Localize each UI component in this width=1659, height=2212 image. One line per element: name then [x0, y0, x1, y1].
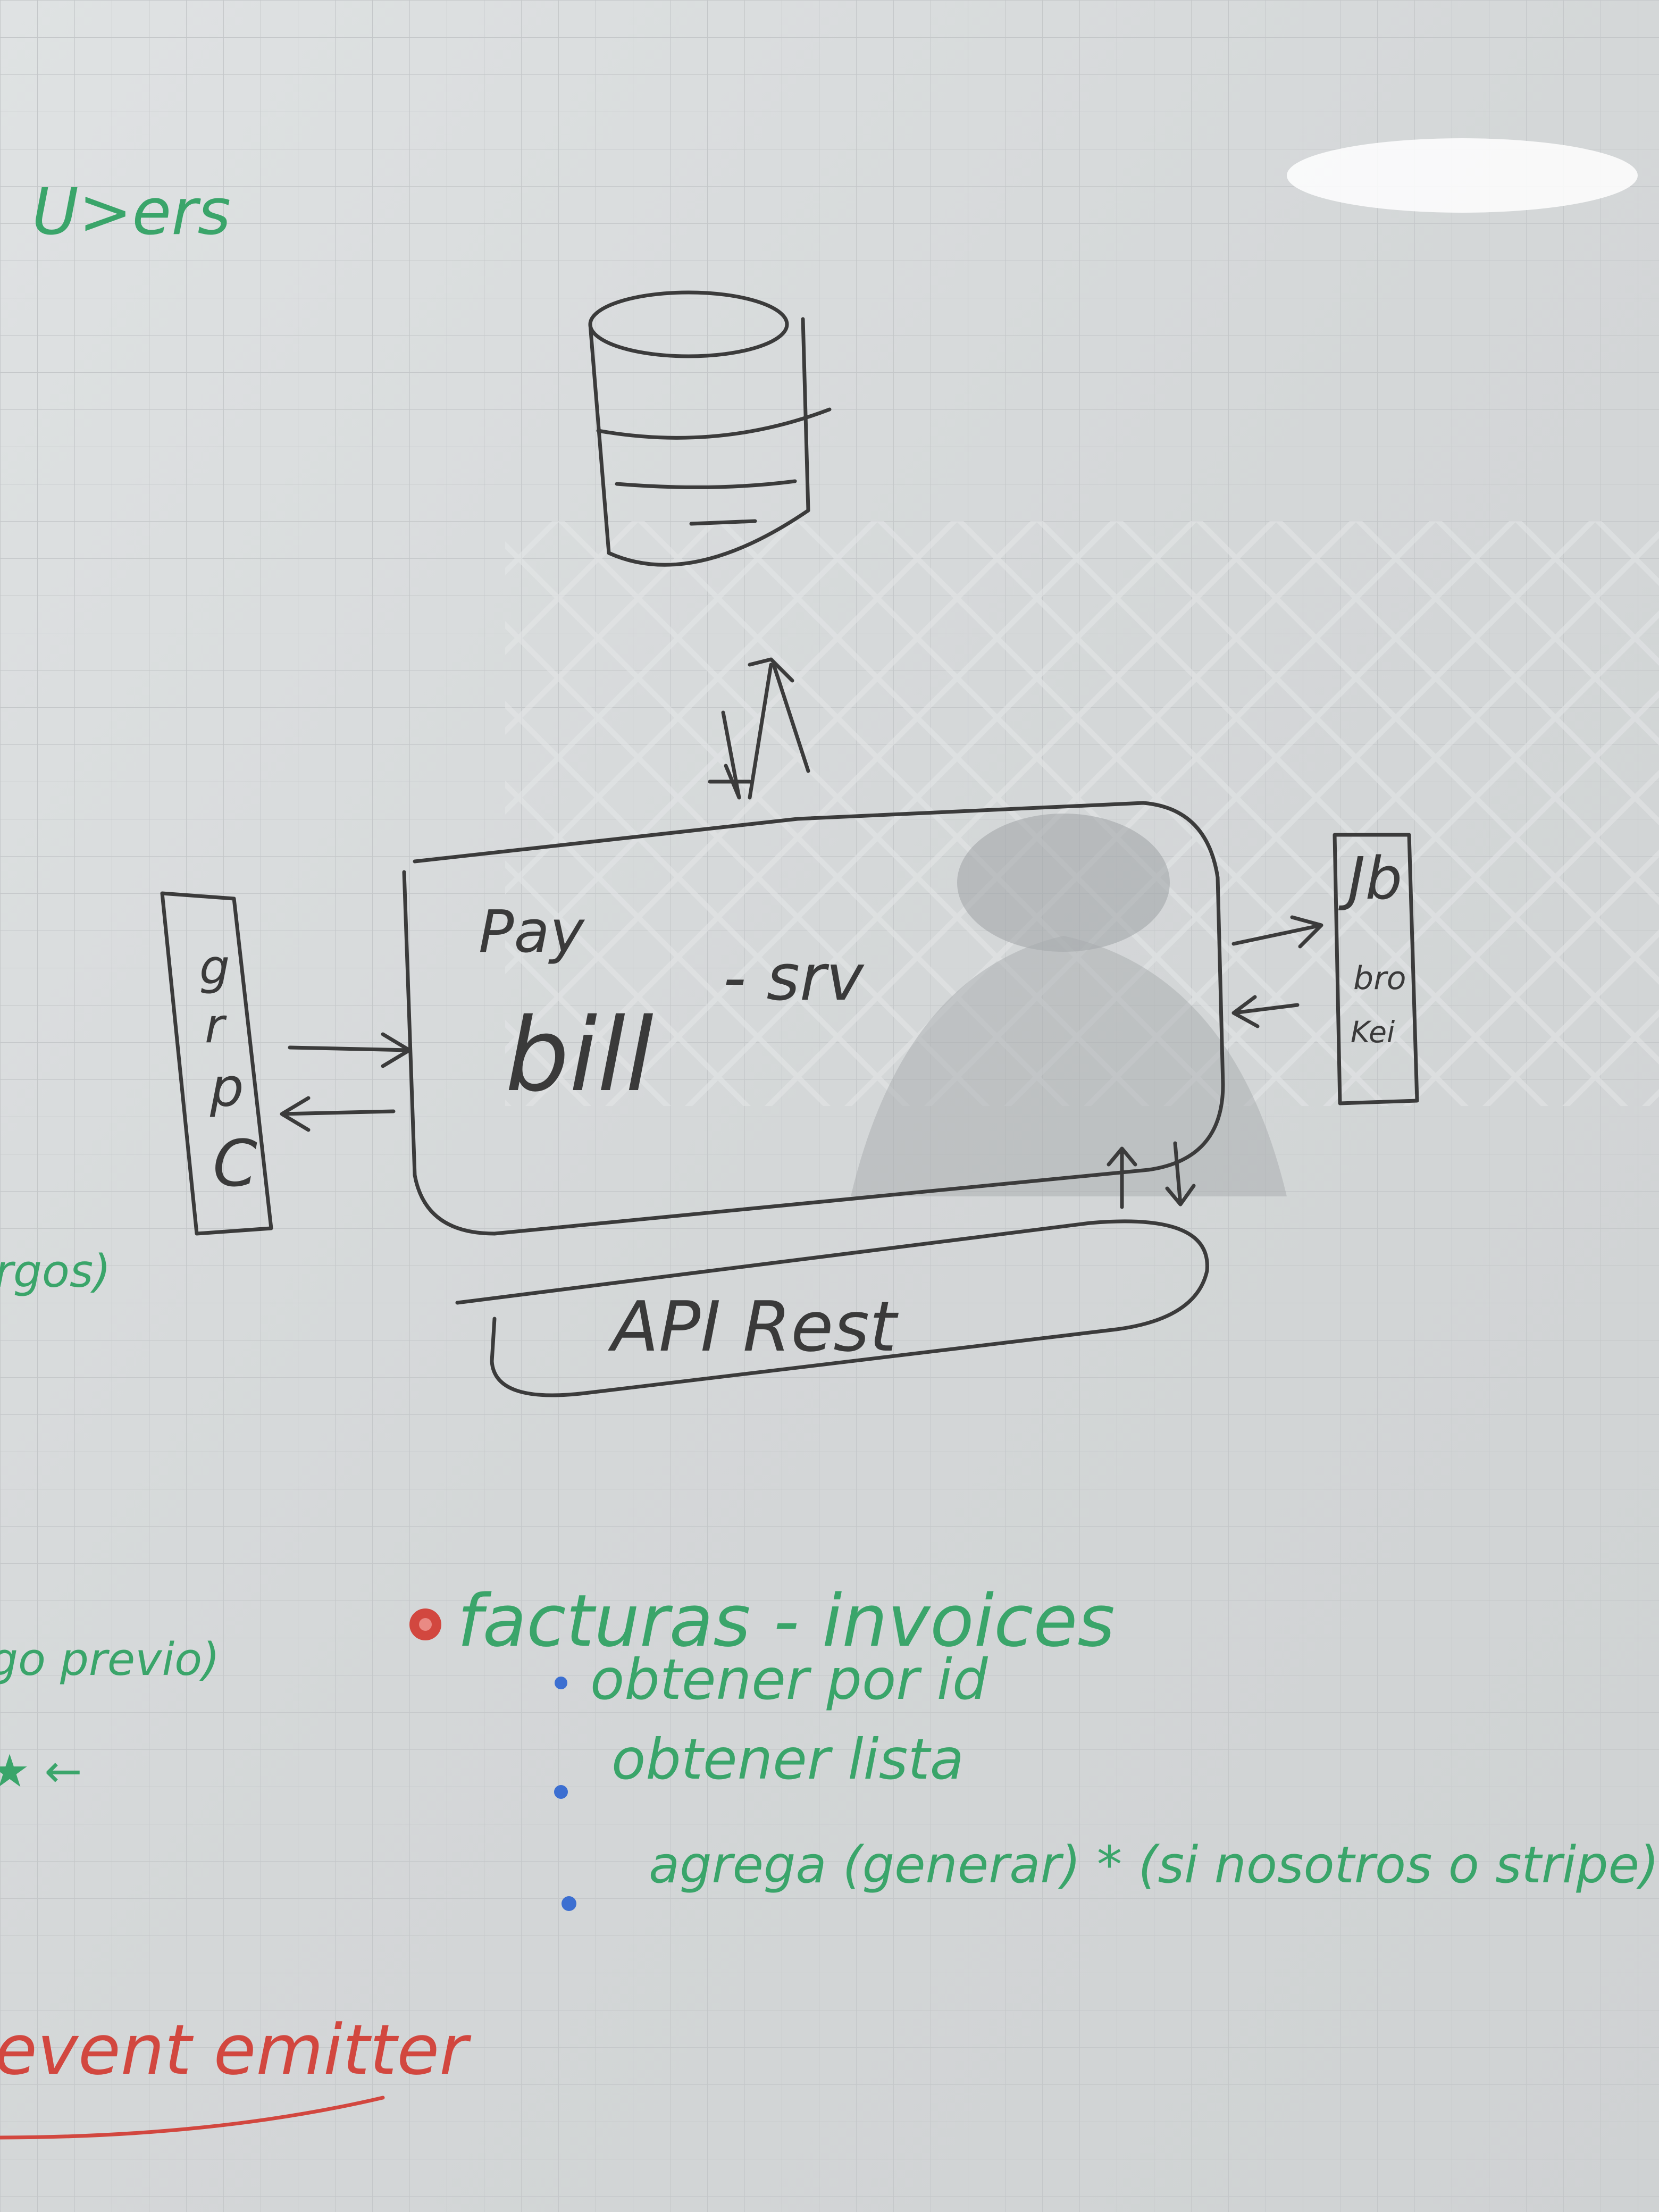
database-icon: [588, 290, 832, 567]
db-service-arrows: [708, 657, 810, 800]
api-label: API Rest: [608, 1286, 899, 1367]
pay-bill-service-box: Pay bill - srv: [402, 801, 1225, 1236]
grpc-service-arrows: [280, 1032, 412, 1132]
grpc-box: g r p C: [160, 891, 273, 1236]
person-shadow-body: [851, 936, 1287, 1196]
service-line1: Pay: [479, 898, 585, 966]
note-item-2: obtener lista: [611, 1727, 964, 1792]
users-label: U>ers: [32, 175, 231, 249]
service-api-arrows: [1107, 1141, 1196, 1209]
item-bullet-2: [554, 1785, 568, 1799]
note-item-3: agrega (generar) * (si nosotros o stripe…: [649, 1836, 1659, 1895]
note-item-1: obtener por id: [590, 1647, 988, 1712]
service-broker-arrows: [1231, 915, 1323, 1028]
broker-box: Jb bro Kei: [1333, 833, 1419, 1105]
api-rest-box: API Rest: [455, 1219, 1209, 1397]
item-bullet-3: [562, 1896, 576, 1911]
broker-line2: bro: [1353, 960, 1406, 997]
cut-label-1: rgos): [0, 1245, 111, 1298]
broker-line1: Jb: [1338, 844, 1402, 912]
item-bullet-1: [555, 1677, 567, 1689]
notes-heading: facturas - invoices: [457, 1579, 1115, 1663]
grpc-letter-4: C: [213, 1127, 257, 1201]
invoice-notes: facturas - invoices obtener por id obten…: [409, 1579, 1659, 1911]
grpc-letter-1: g: [199, 940, 230, 995]
grpc-letter-3: p: [210, 1057, 244, 1119]
event-emitter-underline: [0, 2096, 385, 2140]
grpc-letter-2: r: [205, 998, 227, 1054]
star-arrow-note: ★ ←: [0, 1745, 82, 1798]
event-emitter-note: event emitter: [0, 2009, 472, 2140]
service-suffix: - srv: [723, 941, 865, 1015]
event-emitter-label: event emitter: [0, 2009, 472, 2090]
cut-label-2: go previo): [0, 1633, 220, 1686]
service-line2: bill: [505, 996, 653, 1114]
broker-line3: Kei: [1351, 1015, 1395, 1049]
light-glare: [1287, 138, 1638, 213]
person-shadow: [957, 814, 1170, 952]
